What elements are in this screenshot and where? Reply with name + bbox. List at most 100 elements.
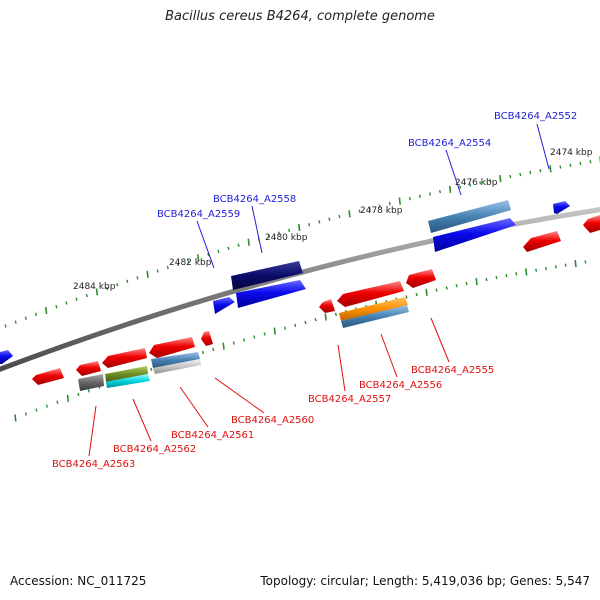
tick-inner-2 [35,408,38,412]
gene-arrow-red-1[interactable] [523,231,561,252]
leader-A2556 [380,333,398,378]
gene-arrow-A2554-lower[interactable] [433,218,516,252]
tick-inner-6 [77,392,80,397]
tick-inner-29 [314,318,317,322]
tick-outer-33 [328,217,331,221]
tick-outer-49 [489,179,492,183]
gene-arrow-red-5[interactable] [76,361,101,376]
tick-outer-47 [469,183,472,187]
tick-inner-24 [263,332,266,336]
tick-outer-1 [4,324,7,328]
tick-outer-35 [348,210,351,218]
tick-outer-20 [197,254,200,262]
tick-inner-4 [56,400,59,404]
label-A2559[interactable]: BCB4264_A2559 [157,209,240,220]
tick-inner-47 [495,275,498,280]
tick-inner-31 [334,312,337,316]
leader-A2554 [445,149,462,196]
tick-outer-30 [298,223,301,232]
leader-A2557 [337,344,346,392]
tick-outer-8 [75,297,78,301]
tick-outer-48 [479,181,482,185]
tick-outer-4 [34,312,38,316]
tick-outer-2 [14,320,17,324]
tick-outer-18 [176,262,180,266]
tick-inner-23 [253,335,256,339]
tick-outer-6 [55,305,58,309]
forward-genes [0,200,570,364]
tick-outer-25 [247,238,250,246]
gene-arrow-A2560[interactable] [149,337,195,358]
gene-arrow-A2556[interactable] [339,297,408,321]
tick-outer-21 [207,252,210,257]
label-A2563[interactable]: BCB4264_A2563 [52,459,135,470]
tick-outer-37 [368,206,371,211]
gene-arrow-A2563[interactable] [78,374,104,391]
gene-arrow-A2558-lower[interactable] [236,280,306,308]
tick-outer-44 [438,189,442,194]
ruler-label-2484: 2484 kbp [73,282,116,292]
tick-inner-51 [535,268,538,272]
gene-arrow-A2554[interactable] [428,200,511,233]
tick-inner-5 [66,394,70,402]
ruler-label-2474: 2474 kbp [550,148,593,158]
tick-inner-56 [584,260,587,264]
leader-lines [88,123,550,457]
gene-labels: BCB4264_A2552 BCB4264_A2554 BCB4264_A255… [52,111,577,470]
label-A2560[interactable]: BCB4264_A2560 [231,415,314,426]
label-A2561[interactable]: BCB4264_A2561 [171,430,254,441]
gene-arrow-A2558[interactable] [231,261,303,290]
tick-inner-54 [564,263,567,267]
gene-arrow-A2557[interactable] [341,305,409,328]
tick-outer-58 [579,161,582,166]
tick-inner-52 [544,266,548,271]
tick-outer-50 [499,175,502,183]
tick-inner-19 [212,347,215,352]
tick-outer-36 [358,209,361,213]
gene-arrow-edge-left[interactable] [0,350,13,364]
tick-inner-27 [294,323,297,327]
gene-arrow-A2555[interactable] [337,281,404,307]
tick-outer-23 [227,246,230,250]
tick-outer-55 [549,165,552,173]
tick-outer-57 [569,163,572,167]
ruler-label-2478: 2478 kbp [360,206,403,216]
gene-arrow-A2552[interactable] [553,201,570,214]
tick-inner-53 [554,265,557,269]
accession-text: Accession: NC_011725 [10,574,147,588]
gene-arrow-edge-right[interactable] [583,215,600,233]
gene-arrow-A2561[interactable] [102,348,147,368]
tick-outer-22 [217,249,220,254]
tick-outer-51 [509,174,512,179]
label-A2552[interactable]: BCB4264_A2552 [494,111,577,122]
tick-outer-9 [85,293,88,298]
gene-arrow-A2560b[interactable] [151,352,200,368]
gene-arrow-red-6[interactable] [32,368,64,385]
label-A2562[interactable]: BCB4264_A2562 [113,444,196,455]
tick-inner-20 [222,342,225,350]
gene-arrow-A2562b[interactable] [106,374,150,388]
gene-arrow-red-2[interactable] [406,269,436,288]
gene-arrow-red-4[interactable] [201,331,213,346]
gene-arrow-A2562[interactable] [105,366,148,382]
tick-outer-43 [428,192,432,196]
ruler-label-2476: 2476 kbp [455,178,498,188]
tick-inner-26 [283,326,287,330]
tick-inner-50 [525,268,528,276]
tick-outer-34 [338,214,341,219]
gene-arrow-red-3[interactable] [319,299,335,313]
gene-arrow-A2559[interactable] [213,297,235,314]
tick-outer-5 [45,306,48,315]
label-A2554[interactable]: BCB4264_A2554 [408,138,491,149]
label-A2556[interactable]: BCB4264_A2556 [359,380,442,391]
gene-arrow-A2560c[interactable] [153,359,201,374]
tick-inner-7 [87,389,90,393]
tick-outer-15 [146,270,149,278]
label-A2555[interactable]: BCB4264_A2555 [411,365,494,376]
leader-A2561 [179,386,209,428]
tick-inner-22 [243,338,246,342]
label-A2558[interactable]: BCB4264_A2558 [213,194,296,205]
tick-inner-42 [445,286,448,290]
tick-inner-48 [505,274,508,278]
label-A2557[interactable]: BCB4264_A2557 [308,394,391,405]
